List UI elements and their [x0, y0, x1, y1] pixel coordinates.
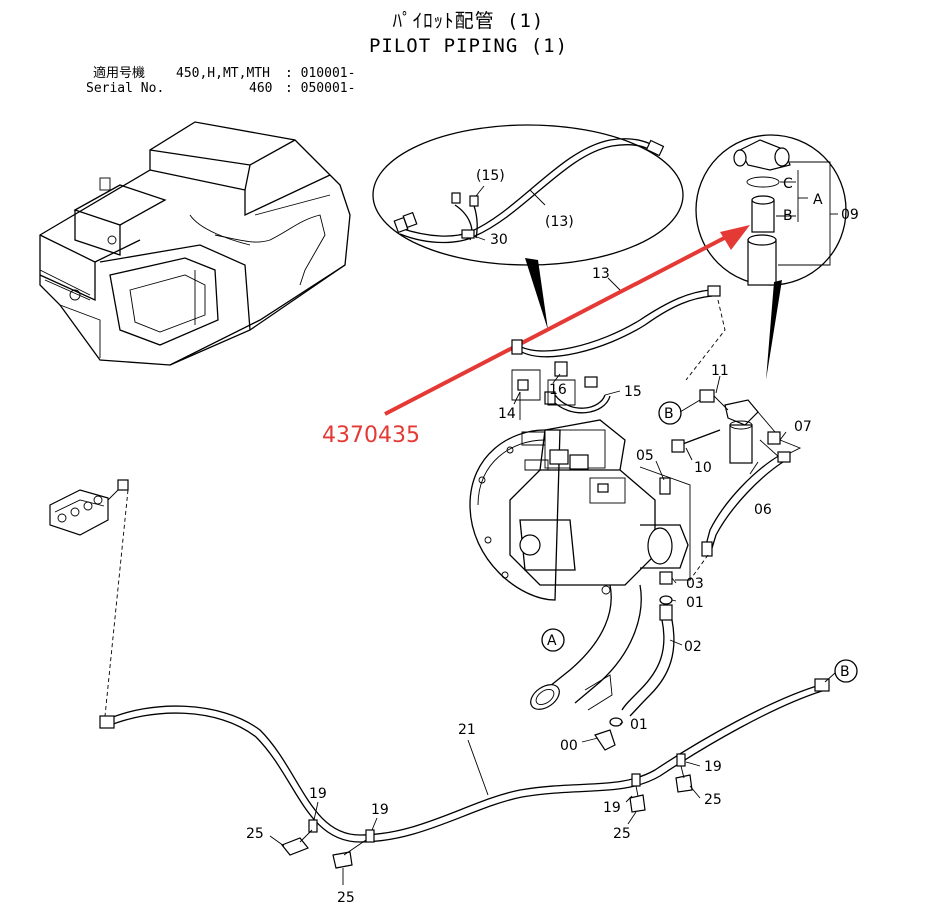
- detail-callout-15: (15): [476, 168, 505, 184]
- callout-15: 15: [624, 384, 642, 400]
- callout-01-upper: 01: [686, 595, 704, 611]
- callout-labels: 13 16 15 14 11 B 07 10 05 06 03 01 A 02 …: [246, 266, 850, 906]
- callout-03: 03: [686, 576, 704, 592]
- serial-row-1: : 010001-: [285, 66, 356, 81]
- callout-a: A: [547, 633, 557, 649]
- filter-label-c: C: [783, 176, 793, 192]
- detail-callout-30: 30: [490, 232, 508, 248]
- pump-assembly: [469, 419, 691, 751]
- filter-label-b: B: [783, 208, 793, 224]
- callout-05: 05: [636, 448, 654, 464]
- callout-06: 06: [754, 502, 772, 518]
- title-english: PILOT PIPING (1): [368, 35, 569, 57]
- callout-07: 07: [794, 419, 812, 435]
- callout-19-a: 19: [309, 786, 327, 802]
- filter-assembly: [671, 389, 802, 581]
- callout-19-b: 19: [371, 802, 389, 818]
- callout-13: 13: [592, 266, 610, 282]
- long-hose-21: [99, 678, 830, 869]
- serial-row-2: : 050001-: [285, 81, 356, 96]
- applicable-label-jp: 適用号機: [93, 66, 146, 81]
- callout-19-d: 19: [704, 759, 722, 775]
- part-number-annotation: 4370435: [322, 423, 420, 448]
- detail-view-oval: (15) (13) 30: [372, 124, 684, 330]
- callout-01-lower: 01: [630, 717, 648, 733]
- callout-14: 14: [498, 406, 516, 422]
- callout-11: 11: [711, 363, 729, 379]
- red-annotation-arrow: 4370435: [322, 225, 750, 448]
- callout-b-upper: B: [664, 406, 674, 422]
- serial-label: Serial No.: [86, 81, 165, 96]
- filter-label-09: 09: [841, 207, 859, 223]
- callout-19-c: 19: [603, 800, 621, 816]
- callout-16: 16: [549, 382, 567, 398]
- leader-lines: [313, 277, 836, 831]
- callout-25-a: 25: [246, 826, 264, 842]
- models-row-2: 460: [249, 81, 273, 96]
- excavator-overview: [39, 121, 351, 366]
- callout-25-b: 25: [337, 890, 355, 906]
- callout-00: 00: [560, 738, 578, 754]
- callout-10: 10: [694, 460, 712, 476]
- title-japanese: ﾊﾟｲﾛｯﾄ配管 (1): [392, 10, 545, 32]
- callout-25-d: 25: [704, 792, 722, 808]
- callout-25-c: 25: [613, 826, 631, 842]
- callout-21: 21: [458, 722, 476, 738]
- filter-label-a: A: [813, 192, 823, 208]
- upper-hoses: [511, 285, 726, 420]
- filter-detail-circle: C B A 09: [695, 134, 859, 380]
- callout-02: 02: [684, 639, 702, 655]
- detail-callout-13: (13): [545, 214, 574, 230]
- callout-b-lower: B: [840, 664, 850, 680]
- models-row-1: 450,H,MT,MTH: [176, 66, 270, 81]
- pilot-valve-left: [49, 479, 129, 717]
